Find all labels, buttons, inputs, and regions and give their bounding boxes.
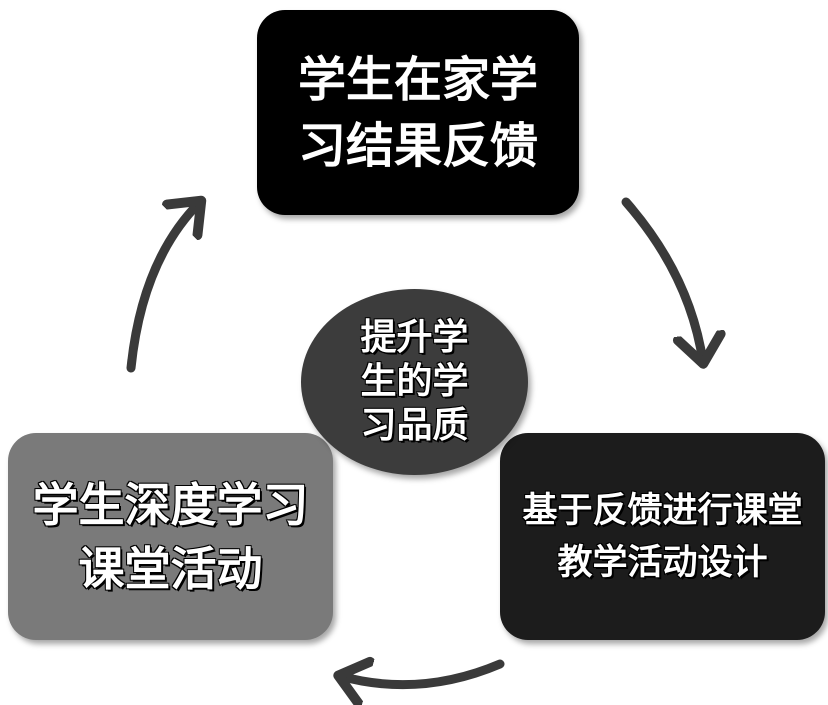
arrow-right-to-left [340, 664, 505, 685]
arrow-top-to-right [621, 197, 703, 362]
center-goal-label: 提升学生的学习品质 [360, 316, 469, 446]
center-goal-circle: 提升学生的学习品质 [301, 289, 528, 475]
node-home-learning-feedback-label: 学生在家学习结果反馈 [297, 51, 539, 175]
node-feedback-based-lesson-design-label: 基于反馈进行课堂教学活动设计 [522, 490, 804, 584]
node-deep-learning-class-activity: 学生深度学习课堂活动 [8, 433, 333, 640]
node-feedback-based-lesson-design: 基于反馈进行课堂教学活动设计 [500, 433, 825, 640]
node-deep-learning-class-activity-label: 学生深度学习课堂活动 [32, 477, 310, 597]
node-home-learning-feedback: 学生在家学习结果反馈 [257, 10, 579, 215]
arrow-left-to-top [126, 202, 200, 373]
